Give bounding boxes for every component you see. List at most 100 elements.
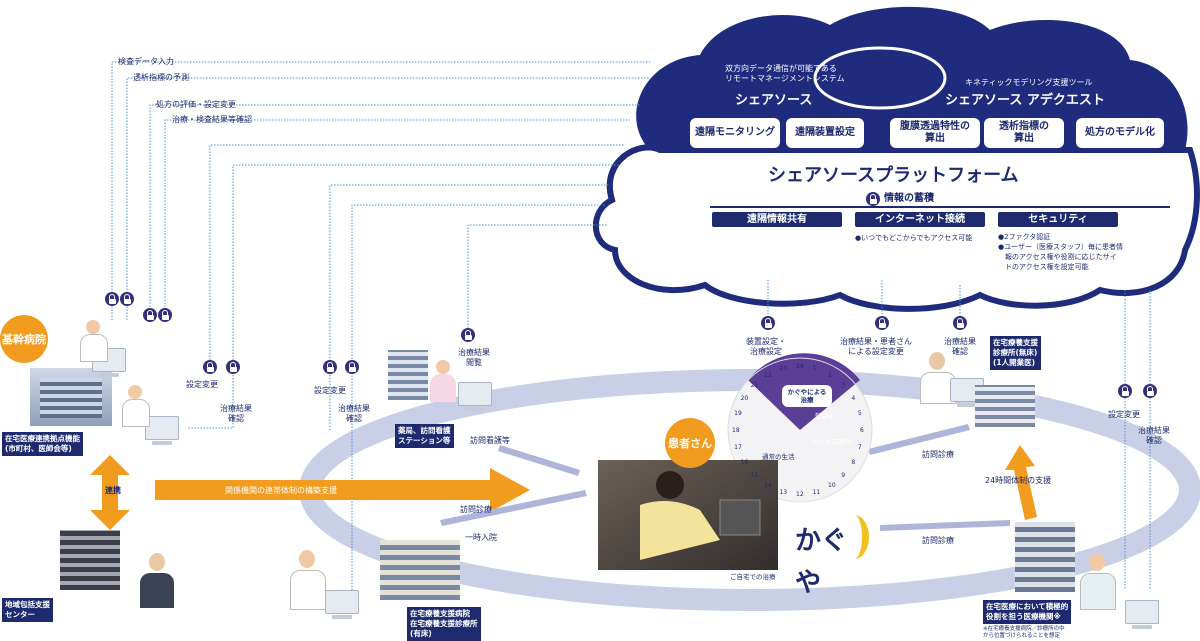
lock-icon <box>323 360 337 374</box>
home-treatment-caption: ご自宅での治療 <box>730 573 776 581</box>
lock-icon <box>953 316 967 330</box>
lock-icon <box>761 316 775 330</box>
visit-nursing-label: 訪問看護等 <box>470 436 510 445</box>
prescription-model-box: 処方のモデル化 <box>1076 118 1164 148</box>
core-hospital-label: 在宅医療連携拠点機能 (市町村、医師会等) <box>2 432 83 456</box>
shaSource-title: シェアソース <box>735 93 813 108</box>
lock-icon <box>1143 384 1157 398</box>
patient-badge: 患者さん <box>665 418 715 468</box>
kaguya-treatment-label: かぐやによる 治療 <box>782 385 832 407</box>
lock-icon <box>345 360 359 374</box>
security-bar: セキュリティ <box>998 212 1118 227</box>
clock-hour-label: 18 <box>732 427 740 434</box>
pc-icon <box>458 382 492 411</box>
sleeping-label: 就寝中 <box>815 412 835 420</box>
visit-care-left-label: 訪問診療 <box>460 505 492 514</box>
pc-icon <box>145 416 179 445</box>
doctor-avatar <box>80 320 108 362</box>
doctor-avatar <box>290 550 326 610</box>
result-confirm-label-2: 治療結果 確認 <box>338 404 370 423</box>
pharmacy-label: 薬局、訪問看護 ステーション等 <box>395 424 454 448</box>
doctor-avatar <box>920 352 956 404</box>
setting-change-label-3: 設定変更 <box>1108 410 1140 419</box>
temp-admission-label: 一時入院 <box>465 533 497 542</box>
data-flow-lines <box>111 61 1151 590</box>
lock-icon <box>866 192 880 206</box>
pharmacy-building <box>388 350 428 400</box>
clock-hour-label: 8 <box>851 459 856 466</box>
clock-hour-label: 13 <box>779 488 788 496</box>
internet-note: ●いつでもどこからでもアクセス可能 <box>855 234 973 242</box>
patient-photo <box>598 460 778 570</box>
nurse-avatar <box>430 360 456 402</box>
community-center-label: 地域包括支援 センター <box>2 598 53 622</box>
setting-change-label-2: 設定変更 <box>314 386 346 395</box>
clock-hour-label: 15 <box>750 472 759 480</box>
staff-avatar <box>140 553 174 608</box>
medical-institution-note: ※在宅療養支援病院／診療所の中 から位置づけられることを想定 <box>983 626 1065 639</box>
security-note-1: ●2ファクタ認証 <box>998 233 1051 241</box>
visit-care-top-label: 訪問診療 <box>922 450 954 459</box>
clock-hour-label: 11 <box>812 488 821 496</box>
clock-hour-label: 9 <box>841 472 846 480</box>
remote-system-caption: 双方向データ通信が可能である リモートマネージメントシステム <box>725 64 845 83</box>
clock-hour-label: 14 <box>764 482 772 490</box>
patient-setting-change-label: 治療結果・患者さん による設定変更 <box>840 337 912 356</box>
moon-icon <box>840 515 869 559</box>
clock-hour-label: 21 <box>750 381 759 389</box>
clock-hour-label: 3 <box>841 381 846 389</box>
dialysis-forecast-label: 透析指標の予測 <box>133 73 189 82</box>
clock-hour-label: 23 <box>779 365 788 373</box>
clock-hour-label: 4 <box>851 395 856 402</box>
clock-hour-label: 10 <box>828 482 836 490</box>
permeability-box: 腹膜透過特性の 算出 <box>890 118 980 148</box>
result-confirm-label-4: 治療結果 確認 <box>1138 426 1170 445</box>
care-arrows <box>440 424 1010 531</box>
doctor-avatar <box>1080 553 1116 610</box>
doctor-avatar <box>122 385 150 427</box>
lock-icon <box>143 308 157 322</box>
community-building <box>60 530 120 590</box>
clock-hour-label: 20 <box>740 395 749 402</box>
security-note-3: 報のアクセス権や役割に応じたサイ <box>1005 253 1117 261</box>
clock-hour-label: 22 <box>764 371 772 379</box>
clinic-building <box>975 385 1035 427</box>
result-confirm-label: 治療結果 確認 <box>220 404 252 423</box>
clock-hour-label: 2 <box>828 371 832 379</box>
medical-institution-building <box>1015 522 1075 592</box>
home-hospital-label: 在宅療養支援病院 在宅療養支援診療所 (有床) <box>407 607 481 641</box>
hospital-windows <box>40 378 102 418</box>
clock-hour-label: 1 <box>812 365 817 373</box>
prescription-eval-label: 処方の評価・設定変更 <box>156 100 236 109</box>
lock-icon <box>875 316 889 330</box>
remote-info-bar: 遠隔情報共有 <box>712 212 842 227</box>
daily-life-label: 通常の生活 <box>762 453 795 461</box>
power-off-label: かぐや電源切 <box>812 438 851 446</box>
cloud-shape <box>592 6 1200 312</box>
result-browse-label: 治療結果 閲覧 <box>458 348 490 367</box>
lock-icon <box>105 292 119 306</box>
remote-monitoring-box: 遠隔モニタリング <box>690 118 780 148</box>
internet-bar: インターネット接続 <box>855 212 985 227</box>
clock-hour-label: 12 <box>796 491 804 498</box>
lock-icon <box>461 328 475 342</box>
dialysis-index-box: 透析指標の 算出 <box>984 118 1064 148</box>
clock-hour-label: 5 <box>857 410 862 418</box>
device-setting-label: 装置設定・ 治療設定 <box>746 337 786 356</box>
treatment-confirm-label: 治療・検査結果等確認 <box>172 115 252 124</box>
medical-institution-label: 在宅医療において積極的 役割を担う医療機関※ <box>983 600 1072 624</box>
clock-hour-label: 6 <box>860 427 864 434</box>
kaguya-logo: かぐや <box>795 526 848 598</box>
lock-icon <box>120 292 134 306</box>
pc-icon <box>325 590 359 619</box>
clock-hour-label: 16 <box>740 459 749 466</box>
storage-label: 情報の蓄積 <box>884 193 934 204</box>
pc-icon <box>1125 600 1159 629</box>
kinetic-caption: キネティックモデリング支援ツール <box>965 78 1093 87</box>
network-arrow <box>90 445 1037 530</box>
remote-setting-box: 遠隔装置設定 <box>786 118 864 148</box>
network-support-label: 関係機関の連帯体制の構築支援 <box>225 486 337 495</box>
clock-hour-label: 17 <box>734 443 742 451</box>
security-note-4: トのアクセス権を設定可能 <box>1005 263 1089 271</box>
home-clinic-label: 在宅療養支援 診療所(無床) (1人開業医) <box>990 336 1041 370</box>
